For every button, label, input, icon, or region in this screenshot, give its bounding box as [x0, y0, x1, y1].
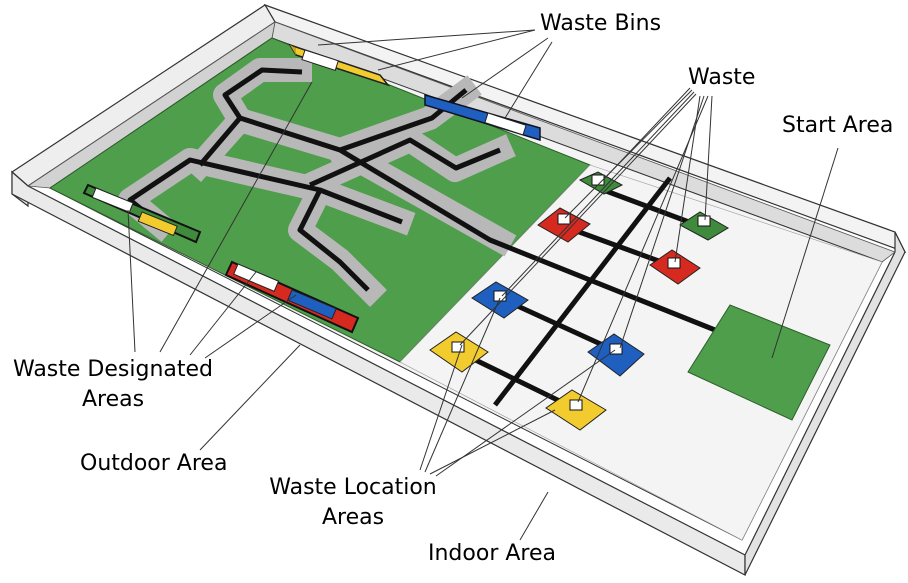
label-waste-designated-line2: Areas — [81, 387, 145, 413]
field-table — [11, 3, 907, 576]
blue-bin — [424, 94, 541, 142]
yellow-location-1 — [429, 331, 489, 373]
label-waste-location-areas: Waste Location Areas — [262, 475, 444, 531]
waste-bins — [82, 43, 541, 334]
label-indoor-area: Indoor Area — [428, 541, 556, 566]
red-location-2 — [649, 249, 701, 285]
yellow-location-2 — [545, 389, 607, 431]
label-waste-designated-line1: Waste Designated — [12, 357, 213, 382]
label-waste-location-line2: Areas — [321, 505, 385, 531]
green-designated-area — [82, 183, 202, 244]
waste-location-areas — [429, 171, 729, 431]
label-waste-designated-areas: Waste Designated Areas — [8, 357, 218, 413]
label-waste-location-line1: Waste Location — [269, 475, 437, 500]
wall-front — [11, 170, 746, 576]
start-area — [687, 304, 831, 421]
label-waste: Waste — [688, 65, 756, 90]
red-designated-area — [224, 260, 360, 334]
green-location-2 — [679, 211, 729, 241]
label-start-area: Start Area — [782, 113, 894, 138]
blue-location-1 — [471, 281, 529, 319]
yellow-bin — [288, 43, 391, 87]
label-outdoor-area: Outdoor Area — [80, 451, 228, 476]
wall-right — [744, 231, 906, 576]
green-location-1 — [578, 171, 624, 195]
label-waste-bins: Waste Bins — [540, 11, 662, 36]
callout-lines — [127, 29, 839, 541]
